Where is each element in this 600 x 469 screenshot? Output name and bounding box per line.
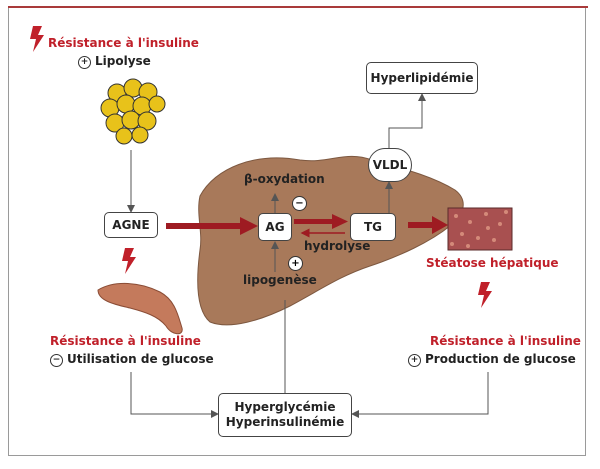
frame [8, 8, 586, 456]
top-rule [8, 6, 588, 8]
lipolyse-text: Lipolyse [95, 54, 151, 68]
red-arrow-ag-tg [294, 214, 348, 229]
muscle-tissue-icon [97, 282, 183, 335]
steatose-label: Stéatose hépatique [426, 256, 559, 270]
steatosis-texture [450, 210, 508, 248]
resistance-label-top: Résistance à l'insuline [48, 36, 199, 50]
lipolyse-label: + Lipolyse [78, 54, 151, 69]
lightning-icon-right [478, 282, 492, 308]
hyperinsulinemie-text: Hyperinsulinémie [225, 415, 345, 429]
vldl-node: VLDL [368, 148, 412, 182]
ag-box: AG [258, 213, 292, 241]
liver-shape [197, 155, 464, 326]
red-arrow-tg-steatose [408, 216, 448, 234]
utilisation-label: −Utilisation de glucose [50, 352, 214, 367]
utilisation-text: Utilisation de glucose [67, 352, 214, 366]
lipogenese-label: lipogenèse [243, 273, 317, 287]
minus-sign-icon-left: − [50, 354, 63, 367]
steatosis-tissue-icon [447, 207, 513, 251]
production-label: + Production de glucose [408, 352, 576, 367]
lightning-icon-left [122, 248, 136, 274]
adipose-tissue-icon [100, 78, 166, 145]
agne-box: AGNE [104, 212, 158, 238]
arrow-vldl-hyperlipidemie [388, 93, 426, 148]
tg-box: TG [350, 213, 396, 241]
hyperglycemie-box: Hyperglycémie Hyperinsulinémie [218, 393, 352, 437]
hyperglycemie-text: Hyperglycémie [234, 400, 336, 414]
minus-sign-icon: − [292, 196, 307, 211]
plus-sign-icon: + [78, 56, 91, 69]
arrow-left-to-center [130, 372, 219, 418]
red-arrow-agne-ag [166, 217, 258, 235]
production-text: Production de glucose [425, 352, 576, 366]
hyperlipidemie-box: Hyperlipidémie [366, 62, 478, 94]
arrow-right-to-center [351, 372, 489, 418]
resistance-label-left: Résistance à l'insuline [50, 334, 201, 348]
hydrolyse-label: hydrolyse [304, 239, 371, 253]
resistance-label-right: Résistance à l'insuline [430, 334, 581, 348]
plus-sign-icon-lipogenese: + [288, 256, 303, 271]
plus-sign-icon-right: + [408, 354, 421, 367]
beta-oxydation-label: β-oxydation [244, 172, 325, 186]
lightning-icon-top [30, 26, 44, 52]
